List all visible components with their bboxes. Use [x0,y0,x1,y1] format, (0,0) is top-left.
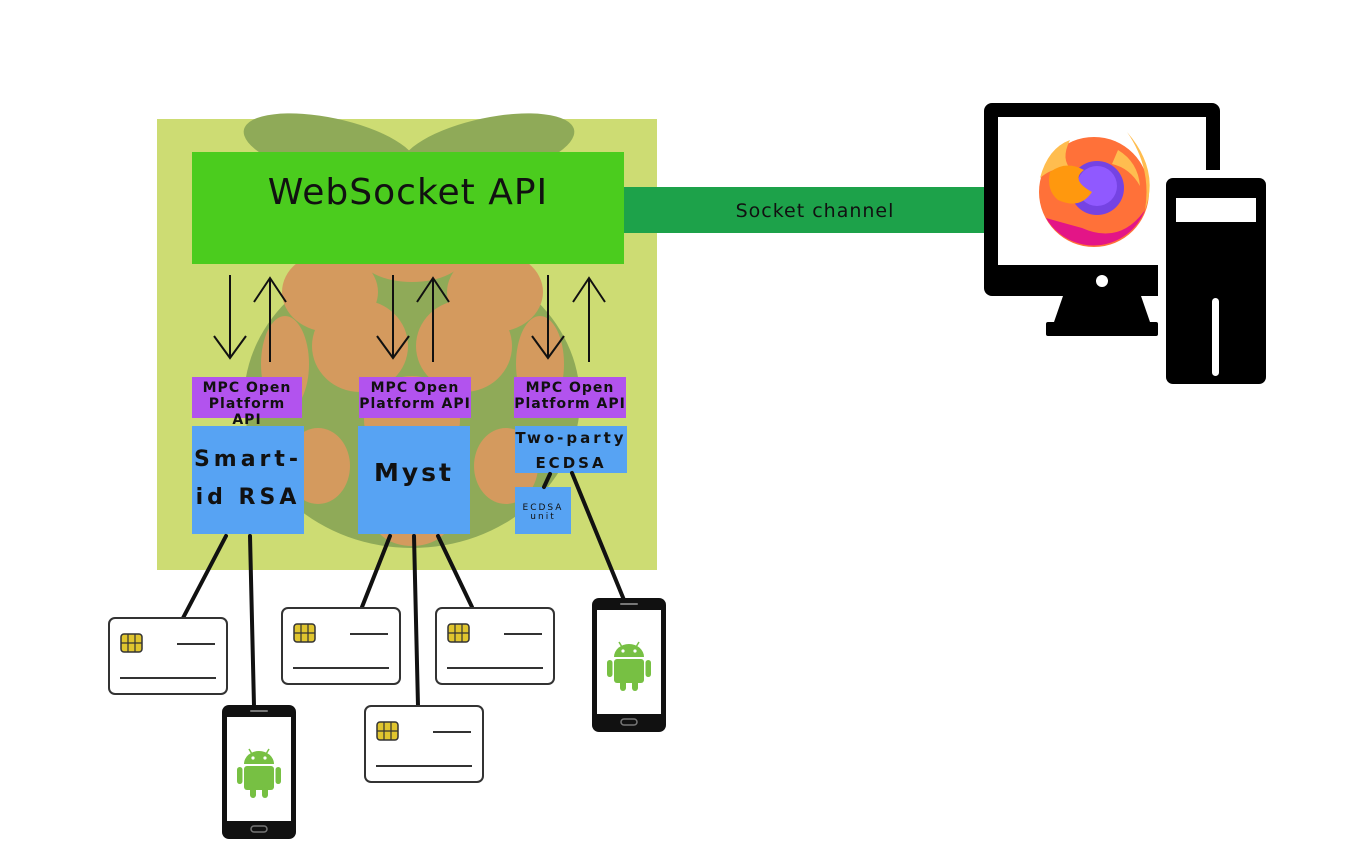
ecdsa-unit-label: ECDSA unit [522,503,564,522]
smart-card-icon [108,617,228,695]
mpc-api-box-1 [192,377,302,418]
android-phone-icon [591,597,667,733]
myst-box [358,426,470,534]
two-party-ecdsa-box [515,426,627,473]
device-connections [181,471,626,708]
mpc-api-label-3: MPC Open Platform API [514,380,626,412]
websocket-api-label: WebSocket API [267,172,549,213]
desktop-computer-icon [984,103,1274,394]
socket-channel [611,187,990,233]
mpc-api-box-3 [514,377,626,418]
api-arrows [213,275,606,362]
mpc-api-label-2: MPC Open Platform API [359,380,471,412]
socket-channel-label: Socket channel [735,200,895,222]
websocket-api-box [192,152,624,264]
smart-card-icon [281,607,401,685]
smart-id-rsa-label: Smart- id RSA [193,447,303,510]
smart-id-rsa-box [192,426,304,534]
android-phone-icon [221,704,297,840]
smart-card-icon [364,705,484,783]
firefox-icon [1039,132,1150,247]
myst-label: Myst [373,458,454,487]
mpc-api-label-1: MPC Open Platform API [202,380,292,428]
mpc-api-box-2 [359,377,471,418]
two-party-ecdsa-label: Two-party ECDSA [515,429,627,472]
ecdsa-unit-box [515,487,571,534]
smart-card-icon [435,607,555,685]
